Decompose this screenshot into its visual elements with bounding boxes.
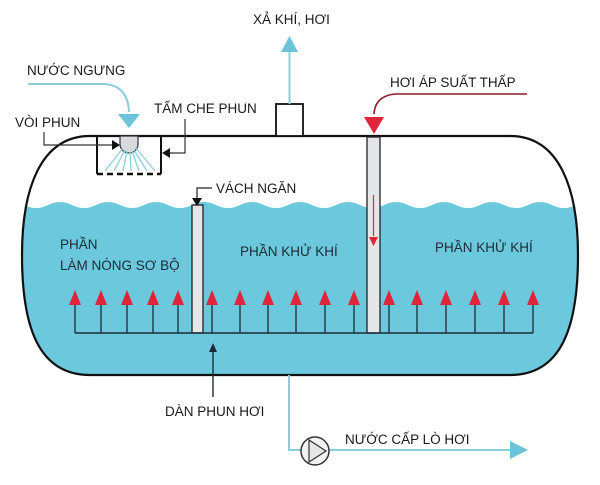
arrow-up-icon	[440, 290, 452, 305]
baffle-label: VÁCH NGĂN	[216, 181, 296, 196]
steam-sparger-label: DÀN PHUN HƠI	[165, 404, 264, 419]
pump-icon	[300, 436, 330, 466]
preheat-section-label-line1: PHẦN	[60, 237, 98, 252]
spray-cover-pointer-icon	[162, 148, 170, 158]
arrow-up-icon	[498, 290, 510, 305]
arrow-up-icon	[121, 290, 133, 305]
feedwater-line	[288, 375, 303, 451]
arrow-up-icon	[319, 290, 331, 305]
arrow-up-icon	[234, 290, 246, 305]
spray-jets	[104, 147, 156, 172]
arrow-up-icon	[262, 290, 274, 305]
baffle-leader	[196, 187, 212, 198]
condensate-arrow-icon	[118, 114, 140, 128]
spray-nozzle	[119, 135, 139, 154]
tank-outline	[20, 134, 580, 377]
preheat-section-label-line2: LÀM NÓNG SƠ BỘ	[60, 258, 180, 273]
spray-cover-leader	[170, 119, 186, 154]
boiler-feedwater-label: NƯỚC CẤP LÒ HƠI	[345, 432, 469, 447]
arrow-up-icon	[469, 290, 481, 305]
steam-sparger-risers	[69, 290, 539, 333]
spray-assembly	[96, 135, 162, 176]
spray-cover-label: TẤM CHE PHUN	[154, 101, 257, 116]
arrow-up-icon	[172, 290, 184, 305]
low-pressure-steam-label: HƠI ÁP SUẤT THẤP	[390, 75, 516, 90]
spray-nozzle-label: VÒI PHUN	[15, 115, 80, 130]
condensate-line	[28, 83, 130, 113]
spray-nozzle-pointer-icon	[112, 140, 120, 150]
condensate-label: NƯỚC NGƯNG	[27, 63, 125, 78]
baffle-pointer-icon	[192, 198, 202, 206]
feedwater-arrow-icon	[510, 441, 528, 459]
arrow-up-icon	[290, 290, 302, 305]
arrow-up-icon	[95, 290, 107, 305]
deaeration-section-1-label: PHẦN KHỬ KHÍ	[240, 244, 338, 259]
vent-arrow-icon	[281, 36, 298, 52]
arrow-up-icon	[147, 290, 159, 305]
spray-nozzle-leader	[43, 132, 112, 146]
vent-label: XẢ KHÍ, HƠI	[253, 12, 330, 27]
arrow-up-icon	[383, 290, 395, 305]
baffle-plate	[191, 204, 204, 334]
arrow-up-icon	[69, 290, 81, 305]
sparger-pointer-icon	[209, 343, 217, 352]
low-pressure-steam-line	[373, 93, 527, 115]
steam-flow-arrow-icon	[369, 237, 378, 246]
arrow-up-icon	[206, 290, 218, 305]
deaeration-section-2-label: PHẦN KHỬ KHÍ	[435, 240, 533, 255]
arrow-up-icon	[527, 290, 539, 305]
low-pressure-steam-arrow-icon	[364, 117, 384, 134]
vent-nozzle	[275, 103, 304, 137]
arrow-up-icon	[411, 290, 423, 305]
arrow-up-icon	[348, 290, 360, 305]
